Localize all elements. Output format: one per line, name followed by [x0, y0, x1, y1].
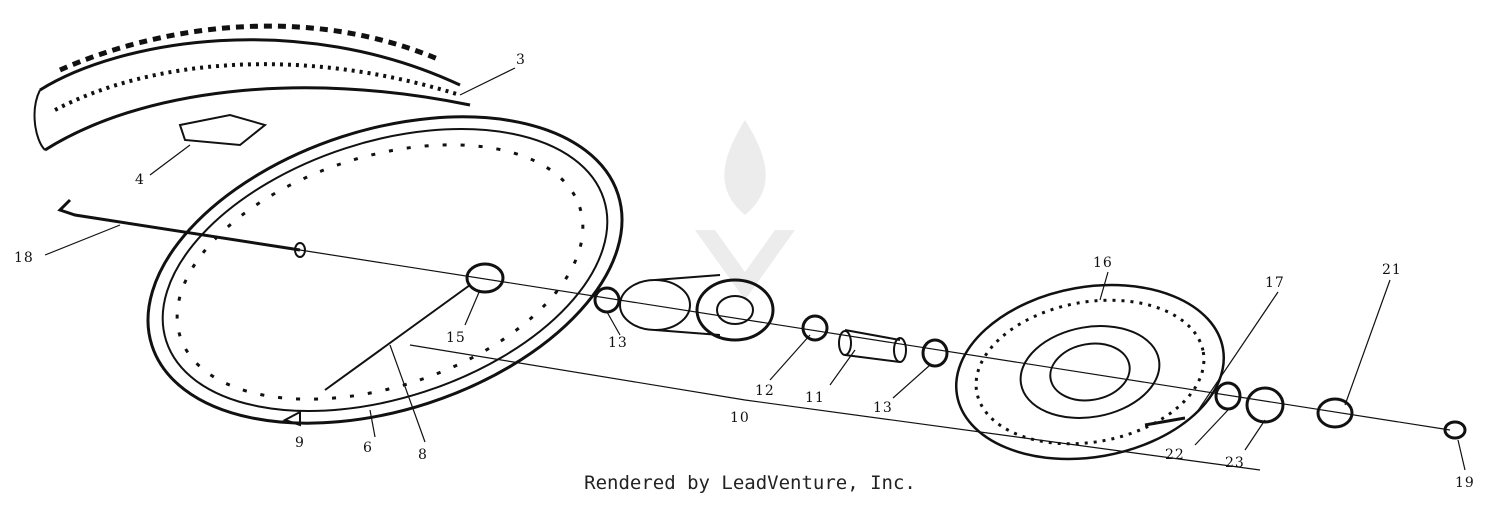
rim [146, 115, 624, 425]
tire [33, 23, 471, 152]
callout-16: 16 [1093, 255, 1113, 271]
callout-22: 22 [1165, 447, 1185, 463]
spoke [324, 284, 471, 391]
rim-tape [178, 113, 268, 147]
axle [57, 198, 301, 252]
callout-8: 8 [418, 447, 428, 463]
callout-3: 3 [516, 52, 526, 68]
callout-6: 6 [363, 440, 373, 456]
callout-18: 18 [14, 250, 34, 266]
callout-11: 11 [805, 390, 825, 406]
seal [465, 262, 505, 294]
hub [619, 274, 775, 342]
callout-13b: 13 [873, 400, 893, 416]
callout-15: 15 [446, 330, 466, 346]
callout-23: 23 [1225, 455, 1245, 471]
callout-17: 17 [1265, 275, 1285, 291]
callout-12: 12 [755, 383, 775, 399]
callout-19: 19 [1455, 475, 1475, 491]
callout-13a: 13 [608, 335, 628, 351]
callout-21: 21 [1382, 262, 1402, 278]
watermark-logo [695, 120, 795, 300]
brake-disc [954, 283, 1226, 461]
callout-9: 9 [295, 435, 305, 451]
callout-4: 4 [135, 172, 145, 188]
footer-credit: Rendered by LeadVenture, Inc. [584, 472, 916, 494]
callout-10: 10 [730, 410, 750, 426]
